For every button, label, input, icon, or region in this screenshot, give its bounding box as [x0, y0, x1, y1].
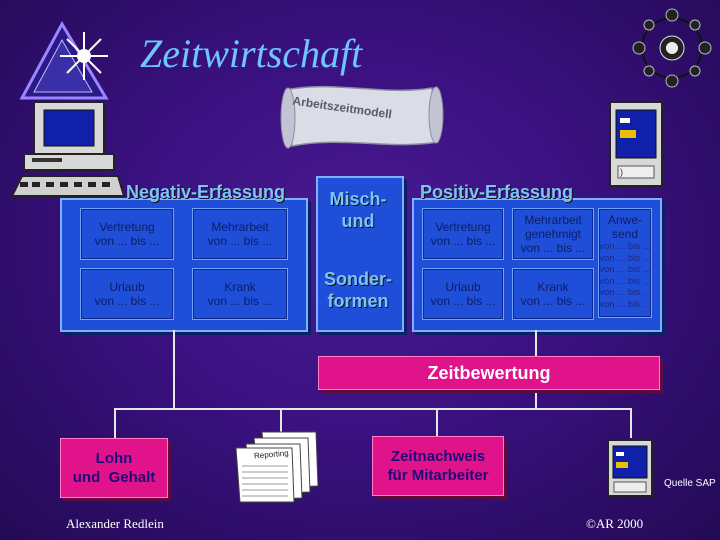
lohn-line: Lohn — [95, 450, 133, 467]
cell-sub: von ... bis ... — [520, 294, 586, 308]
scroll-icon — [280, 85, 444, 149]
connector-line — [114, 408, 632, 410]
cell-label: send — [611, 227, 639, 241]
zeitbewertung-bar: Zeitbewertung — [318, 356, 660, 390]
cell-label: Vertretung — [99, 220, 155, 234]
cell-label: genehmigt — [524, 227, 582, 241]
cell-mehrarbeit-neg: Mehrarbeit von ... bis ... — [192, 208, 288, 260]
lohn-box: Lohn und Gehalt — [60, 438, 168, 498]
anwesend-row: von ... bis ... — [599, 275, 651, 287]
zeitnachweis-line: für Mitarbeiter — [387, 467, 489, 484]
anwesend-row: von ... bis ... — [599, 287, 651, 298]
clock-icon — [632, 8, 712, 88]
cell-sub: von ... bis ... — [520, 241, 586, 255]
cell-sub: von ... bis ... — [207, 234, 273, 248]
cell-sub: von ... bis ... — [430, 234, 496, 248]
cell-label: Urlaub — [445, 280, 481, 294]
cell-anwesend: Anwe- send von ... bis ... von ... bis .… — [598, 208, 652, 318]
page-title: Zeitwirtschaft — [140, 31, 363, 76]
connector-line — [535, 330, 537, 358]
zeitnachweis-box: Zeitnachweis für Mitarbeiter — [372, 436, 504, 496]
connector-line — [630, 408, 632, 438]
connector-line — [535, 390, 537, 410]
connector-line — [114, 408, 116, 438]
reporting-documents-icon — [235, 431, 319, 503]
cell-krank-pos: Krank von ... bis ... — [512, 268, 594, 320]
copyright-footer: ©AR 2000 — [586, 516, 644, 531]
mixed-line: formen — [327, 291, 389, 311]
connector-line — [173, 330, 175, 410]
logo-star-icon — [19, 20, 109, 100]
anwesend-row: von ... bis ... — [599, 241, 651, 252]
cell-urlaub-pos: Urlaub von ... bis ... — [422, 268, 504, 320]
cell-sub: von ... bis ... — [207, 294, 273, 308]
terminal-icon — [609, 101, 663, 187]
cell-sub: von ... bis ... — [430, 294, 496, 308]
anwesend-row: von ... bis ... — [599, 252, 651, 264]
author-footer: Alexander Redlein — [66, 516, 164, 531]
mixed-line: Misch- — [329, 189, 387, 209]
mixed-panel — [316, 176, 404, 332]
computer-icon — [10, 101, 126, 197]
negative-header: Negativ-Erfassung — [126, 182, 286, 202]
source-note: Quelle SAP — [664, 478, 716, 489]
cell-label: Vertretung — [435, 220, 491, 234]
cell-sub: von ... bis ... — [94, 294, 160, 308]
mixed-line: Sonder- — [323, 269, 392, 289]
terminal-small-icon — [607, 439, 653, 497]
cell-mehrarbeit-pos: Mehrarbeit genehmigt von ... bis ... — [512, 208, 594, 260]
cell-label: Krank — [224, 280, 256, 294]
terminal-prompt: ) — [620, 167, 623, 177]
cell-vertretung-pos: Vertretung von ... bis ... — [422, 208, 504, 260]
positive-header: Positiv-Erfassung — [420, 182, 574, 202]
zeitnachweis-line: Zeitnachweis — [390, 448, 486, 465]
lohn-line: und Gehalt — [72, 469, 156, 486]
anwesend-row: von ... bis ... — [599, 298, 651, 310]
mixed-line: und — [341, 211, 375, 231]
cell-label: Urlaub — [109, 280, 145, 294]
anwesend-row: von ... bis ... — [599, 264, 651, 275]
mixed-bottom-label: Sonder- formen — [316, 268, 400, 312]
cell-label: Mehrarbeit — [524, 213, 582, 227]
cell-vertretung-neg: Vertretung von ... bis ... — [80, 208, 174, 260]
cell-label: Krank — [537, 280, 569, 294]
mixed-top-label: Misch- und — [316, 188, 400, 232]
cell-krank-neg: Krank von ... bis ... — [192, 268, 288, 320]
cell-label: Mehrarbeit — [211, 220, 269, 234]
cell-urlaub-neg: Urlaub von ... bis ... — [80, 268, 174, 320]
cell-sub: von ... bis ... — [94, 234, 160, 248]
connector-line — [436, 408, 438, 438]
connector-line — [280, 408, 282, 438]
cell-label: Anwe- — [607, 213, 642, 227]
